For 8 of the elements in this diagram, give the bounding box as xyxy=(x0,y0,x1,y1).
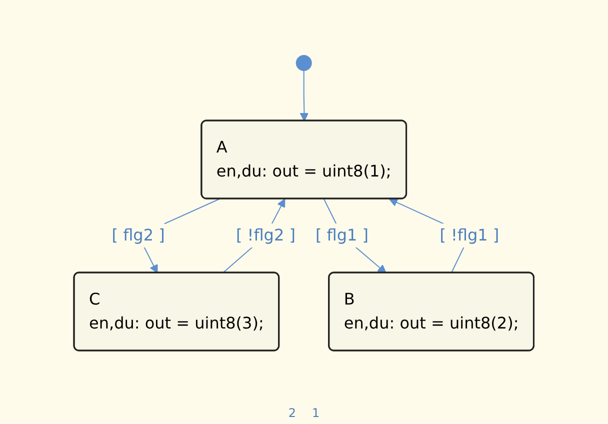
edge-label: [ flg1 ] xyxy=(316,226,369,244)
edge-label: [ flg2 ] xyxy=(112,226,165,244)
execution-order-number: 1 xyxy=(312,406,320,420)
execution-order-number: 2 xyxy=(288,406,296,420)
arrow xyxy=(300,70,309,122)
edge-label: [ !flg2 ] xyxy=(236,226,296,244)
node-circle xyxy=(296,55,312,71)
edge-label: [ !flg1 ] xyxy=(440,226,500,244)
